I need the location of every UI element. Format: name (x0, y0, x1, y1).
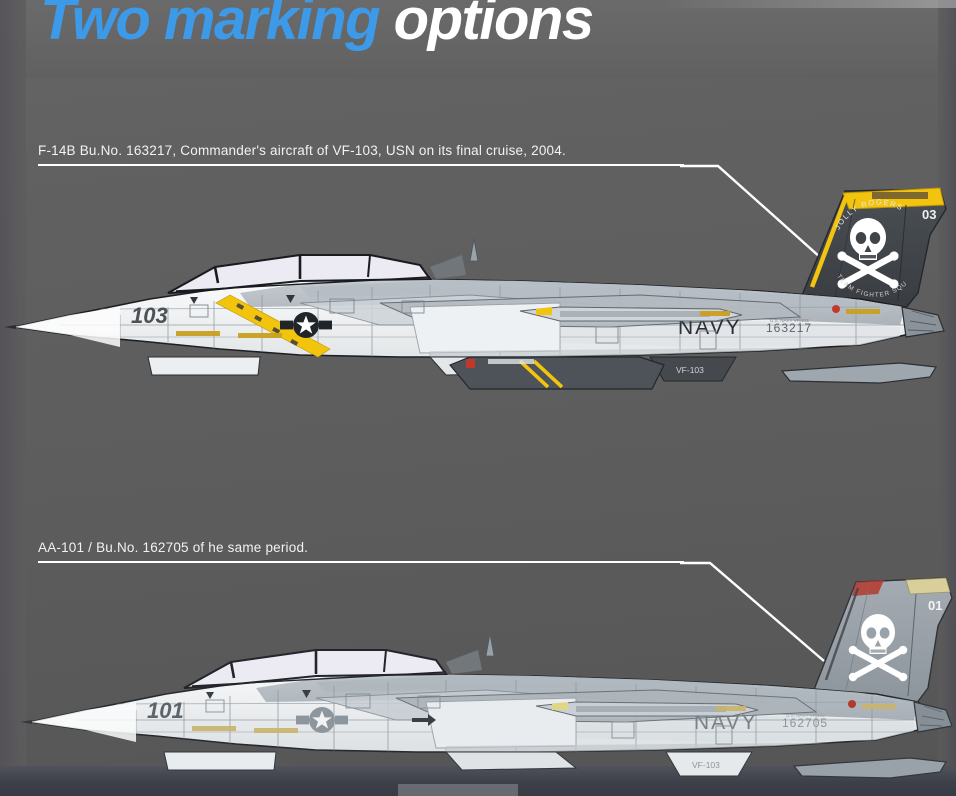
stencil-block-option-1: U.S. NAVY VF-103 (770, 318, 809, 323)
antenna-option-2 (485, 633, 495, 657)
stencil-block-option-2: U.S. NAVY VF-103 (786, 713, 825, 718)
tail-code-option-2: 01 (928, 598, 942, 613)
nose-gear-door-option-1 (147, 356, 261, 376)
caption-option-2: AA-101 / Bu.No. 162705 of he same period… (38, 540, 309, 555)
radome-option-1 (14, 307, 120, 347)
jolly-roger-insignia-option-1 (837, 218, 899, 289)
horizontal-stabilizer-option-1 (780, 362, 937, 384)
access-panels-option-2 (205, 693, 733, 745)
caution-stencils-option-2 (192, 704, 896, 733)
navy-lettering-option-2: NAVY (694, 711, 758, 734)
jolly-roger-insignia-option-2 (848, 614, 908, 682)
navy-lettering-option-1: NAVY (678, 316, 742, 339)
warning-light-option-2 (848, 700, 856, 708)
page-title: Two marking options (40, 0, 594, 53)
caption-rule-option-1 (38, 164, 684, 166)
squadron-marking-option-1: VF-103 (676, 365, 704, 375)
tail-fin-option-2: 01 (808, 577, 953, 705)
engine-nozzles-option-2 (913, 701, 953, 733)
access-panels-option-1 (189, 298, 717, 350)
pitot-probe-option-1 (4, 325, 16, 329)
antenna-option-1 (469, 238, 479, 262)
radome-option-2 (30, 702, 136, 742)
background-top-strip (656, 0, 956, 8)
triangle-markers-option-2 (206, 690, 311, 699)
tail-code-option-1: 03 (922, 207, 936, 222)
modex-option-2: 101 (147, 698, 184, 723)
pitot-probe-option-2 (20, 720, 32, 724)
bureau-number-option-1: 163217 (766, 321, 812, 335)
background-bottom-tab (398, 784, 518, 796)
nose-gear-door-option-2 (163, 751, 277, 771)
ventral-fin-option-2 (665, 751, 753, 777)
targeting-pod-option-1 (449, 356, 665, 390)
national-insignia-option-2 (296, 707, 348, 733)
main-gear-door-option-2 (444, 751, 578, 771)
canopy-option-2 (183, 649, 448, 689)
background-left-band (0, 0, 26, 796)
warning-light-option-1 (832, 305, 840, 313)
squadron-marking-option-2: VF-103 (692, 760, 720, 770)
missile-rail-option-2 (535, 701, 759, 717)
background-top-shade (0, 0, 956, 78)
engine-nozzles-option-1 (901, 306, 945, 338)
direction-arrow-option-2 (412, 714, 436, 726)
triangle-markers-option-1 (190, 295, 295, 304)
caption-option-1: F-14B Bu.No. 163217, Commander's aircraf… (38, 143, 566, 158)
spine-fairing-option-1 (430, 255, 466, 279)
page-title-primary: Two marking (40, 0, 381, 52)
aircraft-profile-option-1: JOLLY ROGERS TEAM FIGHTER SQUADRON 03 (0, 175, 956, 425)
caption-rule-option-2 (38, 561, 684, 563)
caution-stencils-option-1 (176, 309, 880, 338)
spine-fairing-option-2 (446, 650, 482, 674)
modex-option-1: 103 (131, 303, 168, 328)
national-insignia-option-1 (280, 312, 332, 338)
canopy-option-1 (167, 254, 432, 294)
bureau-number-option-2: 162705 (782, 716, 828, 730)
aircraft-profile-option-2: 01 (20, 560, 956, 796)
horizontal-stabilizer-option-2 (792, 757, 947, 779)
missile-rail-option-1 (519, 306, 743, 322)
page-title-secondary: options (379, 0, 594, 52)
